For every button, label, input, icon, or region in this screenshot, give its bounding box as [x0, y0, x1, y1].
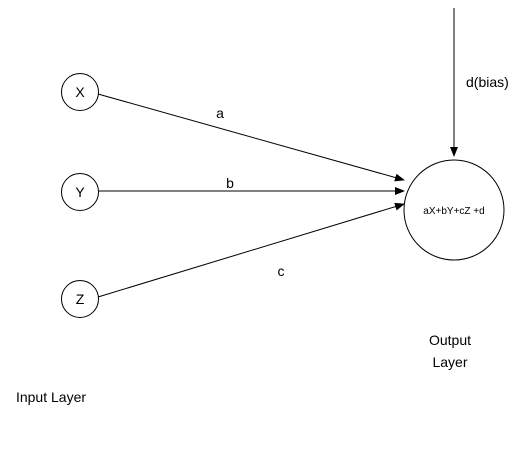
- bias-label: d(bias): [466, 74, 509, 90]
- weight-label-c: c: [278, 263, 285, 279]
- output-layer-caption-line2: Layer: [432, 354, 467, 370]
- edge-x-to-output: [97, 93, 405, 182]
- output-layer-caption-line1: Output: [429, 332, 471, 348]
- input-node-x: [61, 73, 99, 111]
- output-formula: aX+bY+cZ +d: [423, 206, 484, 217]
- weight-label-b: b: [226, 175, 234, 191]
- input-node-z: [61, 280, 99, 318]
- input-node-z-label: Z: [76, 291, 85, 307]
- input-layer-caption: Input Layer: [16, 389, 86, 405]
- input-node-y-label: Y: [75, 184, 85, 200]
- weight-label-a: a: [216, 105, 224, 121]
- input-node-x-label: X: [75, 84, 85, 100]
- input-node-y: [61, 173, 99, 211]
- edge-z-to-output: [97, 202, 405, 298]
- output-node: [403, 159, 505, 261]
